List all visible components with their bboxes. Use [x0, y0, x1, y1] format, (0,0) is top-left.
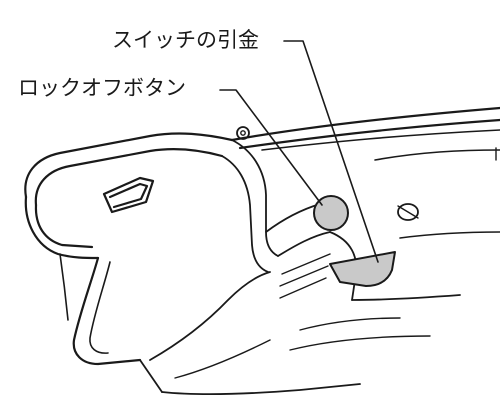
leader-lines [219, 40, 379, 263]
lock-off-button-callout-label: ロックオフボタン [18, 76, 186, 100]
trigger-callout-label: スイッチの引金 [112, 28, 259, 52]
trigger-leader [283, 40, 379, 263]
tool-body-detail [139, 126, 500, 396]
tool-housing [24, 106, 500, 366]
trigger-shape [329, 251, 396, 287]
lock-off-leader [219, 89, 323, 206]
